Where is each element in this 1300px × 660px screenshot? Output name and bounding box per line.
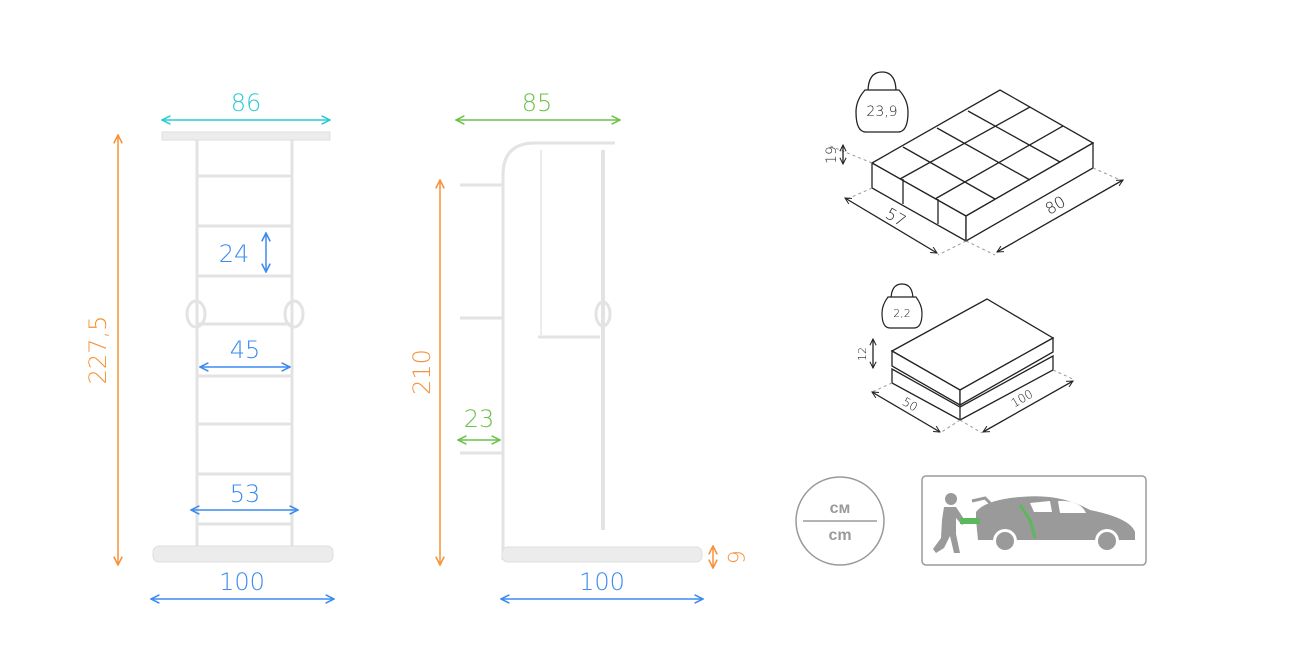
mat-width-label: 100 xyxy=(219,568,265,596)
rung-spacing-label: 24 xyxy=(219,240,250,268)
package-1-height: 19 xyxy=(824,146,840,164)
package-1: 23,9 19 57 80 xyxy=(824,71,1126,256)
wall-offset-label: 23 xyxy=(464,405,495,433)
unit-latin: cm xyxy=(828,527,851,544)
package-2-width: 50 xyxy=(900,395,920,415)
depth-label: 85 xyxy=(522,89,553,117)
package-2: 2,2 12 50 100 xyxy=(856,283,1076,434)
car-transport-icon xyxy=(921,475,1147,566)
kettlebell-icon xyxy=(855,71,909,133)
units-icon: см cm xyxy=(795,476,885,566)
package-2-weight: 2,2 xyxy=(893,307,911,320)
top-width-label: 86 xyxy=(231,89,262,117)
side-view: 85 210 23 100 6 xyxy=(408,89,747,599)
package-2-height: 12 xyxy=(856,347,869,361)
total-height-label: 227,5 xyxy=(84,316,112,385)
package-1-width: 57 xyxy=(882,204,909,231)
mat-thickness-label: 6 xyxy=(722,550,747,564)
unit-cyrillic: см xyxy=(830,500,851,517)
package-1-weight: 23,9 xyxy=(866,104,897,120)
rungs xyxy=(197,174,292,526)
side-height-label: 210 xyxy=(408,349,436,395)
side-mat xyxy=(501,546,703,563)
package-1-length: 80 xyxy=(1042,192,1069,219)
ring-width-label: 53 xyxy=(230,480,261,508)
kettlebell-icon xyxy=(881,283,923,329)
inner-width-label: 45 xyxy=(230,336,261,364)
mat-length-label: 100 xyxy=(579,568,625,596)
floor-mat xyxy=(152,545,334,563)
right-ring xyxy=(283,299,305,329)
top-arm xyxy=(501,141,615,176)
top-bar xyxy=(161,131,331,141)
front-view: 86 227,5 24 45 53 100 xyxy=(84,89,334,599)
left-ring xyxy=(185,299,207,329)
